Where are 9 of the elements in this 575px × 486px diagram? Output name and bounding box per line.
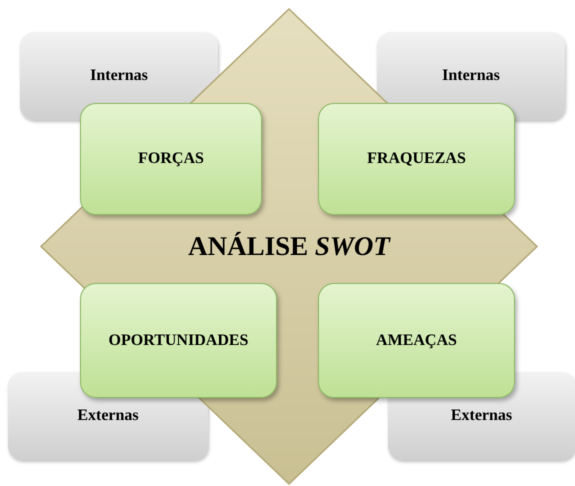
quadrant-label: FORÇAS [138,150,204,168]
quadrant-label: FRAQUEZAS [367,150,466,168]
category-label: Externas [77,407,139,425]
quadrant-label: OPORTUNIDADES [108,332,248,350]
diamond-label: ANÁLISE SWOT [188,231,390,262]
category-label: Externas [450,407,512,425]
category-label: Internas [442,67,500,85]
quadrant-label: AMEAÇAS [376,332,457,350]
category-label: Internas [90,67,148,85]
